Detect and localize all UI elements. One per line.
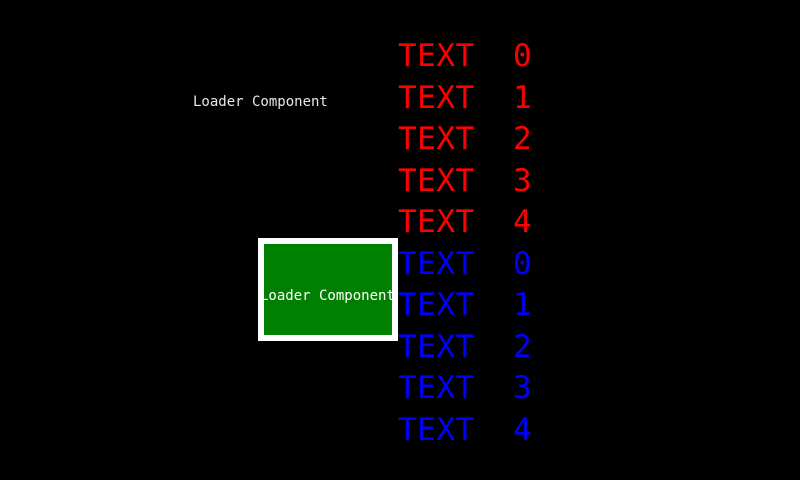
- blue-text-row-3: TEXT 3: [398, 370, 533, 406]
- loader-component-box: Loader Component: [258, 238, 398, 341]
- blue-text-row-4: TEXT 4: [398, 412, 533, 448]
- blue-text-row-1: TEXT 1: [398, 287, 533, 323]
- red-text-row-2: TEXT 2: [398, 121, 533, 157]
- loader-component-label-boxed: Loader Component: [264, 288, 392, 304]
- loader-component-label-plain: Loader Component: [193, 94, 328, 110]
- red-text-row-4: TEXT 4: [398, 204, 533, 240]
- red-text-row-1: TEXT 1: [398, 80, 533, 116]
- red-text-row-3: TEXT 3: [398, 163, 533, 199]
- blue-text-row-0: TEXT 0: [398, 246, 533, 282]
- red-text-row-0: TEXT 0: [398, 38, 533, 74]
- blue-text-row-2: TEXT 2: [398, 329, 533, 365]
- loader-component-box-inner: Loader Component: [264, 244, 392, 335]
